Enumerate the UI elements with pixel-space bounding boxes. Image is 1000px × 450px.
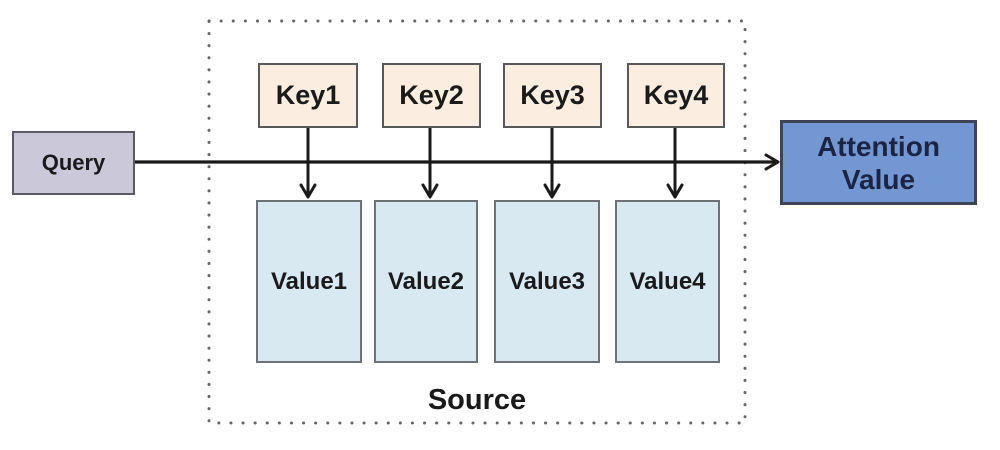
value-box-2: Value2 [374, 200, 478, 363]
key-box-3: Key3 [503, 63, 602, 128]
key-box-1: Key1 [258, 63, 358, 128]
value-box-4: Value4 [615, 200, 720, 363]
attention-value-box: Attention Value [780, 120, 977, 205]
key-box-2: Key2 [382, 63, 481, 128]
query-box: Query [12, 131, 135, 195]
source-label: Source [427, 384, 527, 416]
value-box-3: Value3 [494, 200, 600, 363]
value-box-1: Value1 [256, 200, 362, 363]
key-box-4: Key4 [627, 63, 725, 128]
